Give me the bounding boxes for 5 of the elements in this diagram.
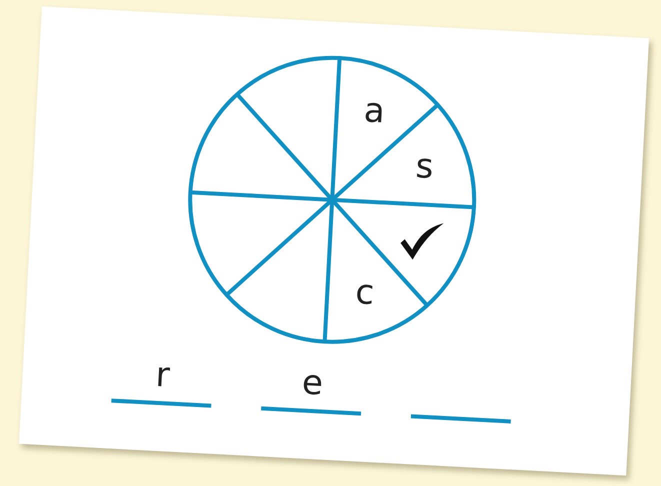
sector-letter: a <box>363 94 386 129</box>
sector-letter: s <box>414 150 434 185</box>
answer-letter: e <box>301 366 324 401</box>
sector-letter: c <box>354 274 376 310</box>
answer-letter: r <box>154 358 171 393</box>
